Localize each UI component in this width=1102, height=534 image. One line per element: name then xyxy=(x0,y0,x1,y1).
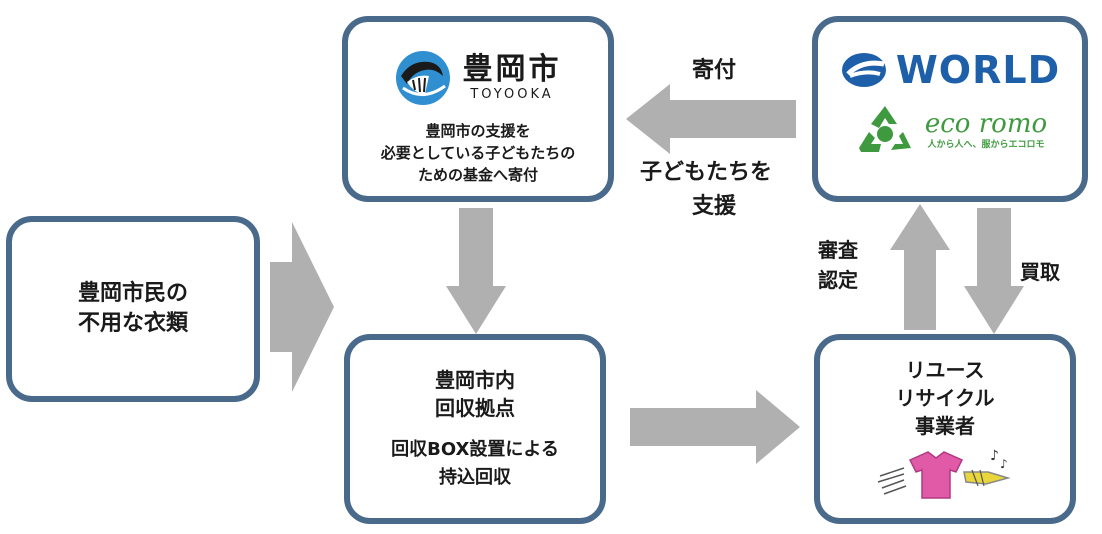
toyooka-logo-romaji: TOYOOKA xyxy=(470,87,554,102)
toyooka-emblem-icon xyxy=(395,51,450,105)
recycle-icon xyxy=(858,106,911,152)
arrow-world-to-toyooka xyxy=(626,84,796,154)
ecoromo-logo: eco romo 人から人へ、服からエコロモ xyxy=(853,102,1047,158)
label-support-line2: 支援 xyxy=(692,194,737,219)
toyooka-city-box: 豊岡市 TOYOOKA 豊岡市の支援を 必要としている子どもたちの ための基金へ… xyxy=(342,16,614,202)
reuse-line3: 事業者 xyxy=(915,414,975,438)
collection-title-line2: 回収拠点 xyxy=(435,396,515,420)
world-logo-text: WORLD xyxy=(895,48,1061,92)
reuse-line2: リサイクル xyxy=(895,386,995,410)
residents-line2: 不用な衣類 xyxy=(77,311,188,336)
arrow-reuse-to-world xyxy=(890,204,950,330)
toyooka-desc-line2: 必要としている子どもたちの xyxy=(380,144,576,162)
world-mark-icon xyxy=(841,53,886,87)
collection-point-box: 豊岡市内 回収拠点 回収BOX設置による 持込回収 xyxy=(344,334,606,524)
clothing-exchange-illustration: ♪ ♪ xyxy=(877,448,1011,499)
toyooka-desc-line3: ための基金へ寄付 xyxy=(417,166,538,184)
svg-text:♪: ♪ xyxy=(990,448,999,464)
ecoromo-tagline: 人から人へ、服からエコロモ xyxy=(927,140,1045,150)
arrow-world-to-reuse xyxy=(964,208,1024,334)
toyooka-desc-line1: 豊岡市の支援を xyxy=(425,122,531,140)
residents-line1: 豊岡市民の xyxy=(77,281,188,306)
ecoromo-romo: romo xyxy=(978,109,1048,139)
arrow-residents-to-collection xyxy=(270,222,334,392)
toyooka-logo-name: 豊岡市 xyxy=(462,52,562,87)
arrow-toyooka-to-collection xyxy=(446,208,506,334)
arrow-collection-to-reuse xyxy=(630,390,800,464)
residents-clothing-box: 豊岡市民の 不用な衣類 xyxy=(6,216,260,402)
label-donation: 寄付 xyxy=(692,58,737,83)
ecoromo-eco: eco xyxy=(924,109,971,139)
world-logo: WORLD xyxy=(840,50,1060,90)
svg-text:♪: ♪ xyxy=(1000,457,1008,471)
collection-desc-line1: 回収BOX設置による xyxy=(391,439,559,460)
label-review-line1: 審査 xyxy=(818,238,858,262)
label-purchase: 買取 xyxy=(1020,260,1060,284)
collection-title-line1: 豊岡市内 xyxy=(435,368,515,392)
reuse-line1: リユース xyxy=(905,358,985,382)
world-company-box: WORLD eco romo 人から人へ、服からエコロモ xyxy=(812,16,1088,202)
toyooka-logo: 豊岡市 TOYOOKA xyxy=(395,50,562,106)
label-review-line2: 認定 xyxy=(818,268,858,292)
reuse-recycle-box: リユース リサイクル 事業者 ♪ ♪ xyxy=(814,334,1076,524)
label-support-line1: 子どもたちを xyxy=(640,160,773,185)
collection-desc-line2: 持込回収 xyxy=(439,467,511,488)
